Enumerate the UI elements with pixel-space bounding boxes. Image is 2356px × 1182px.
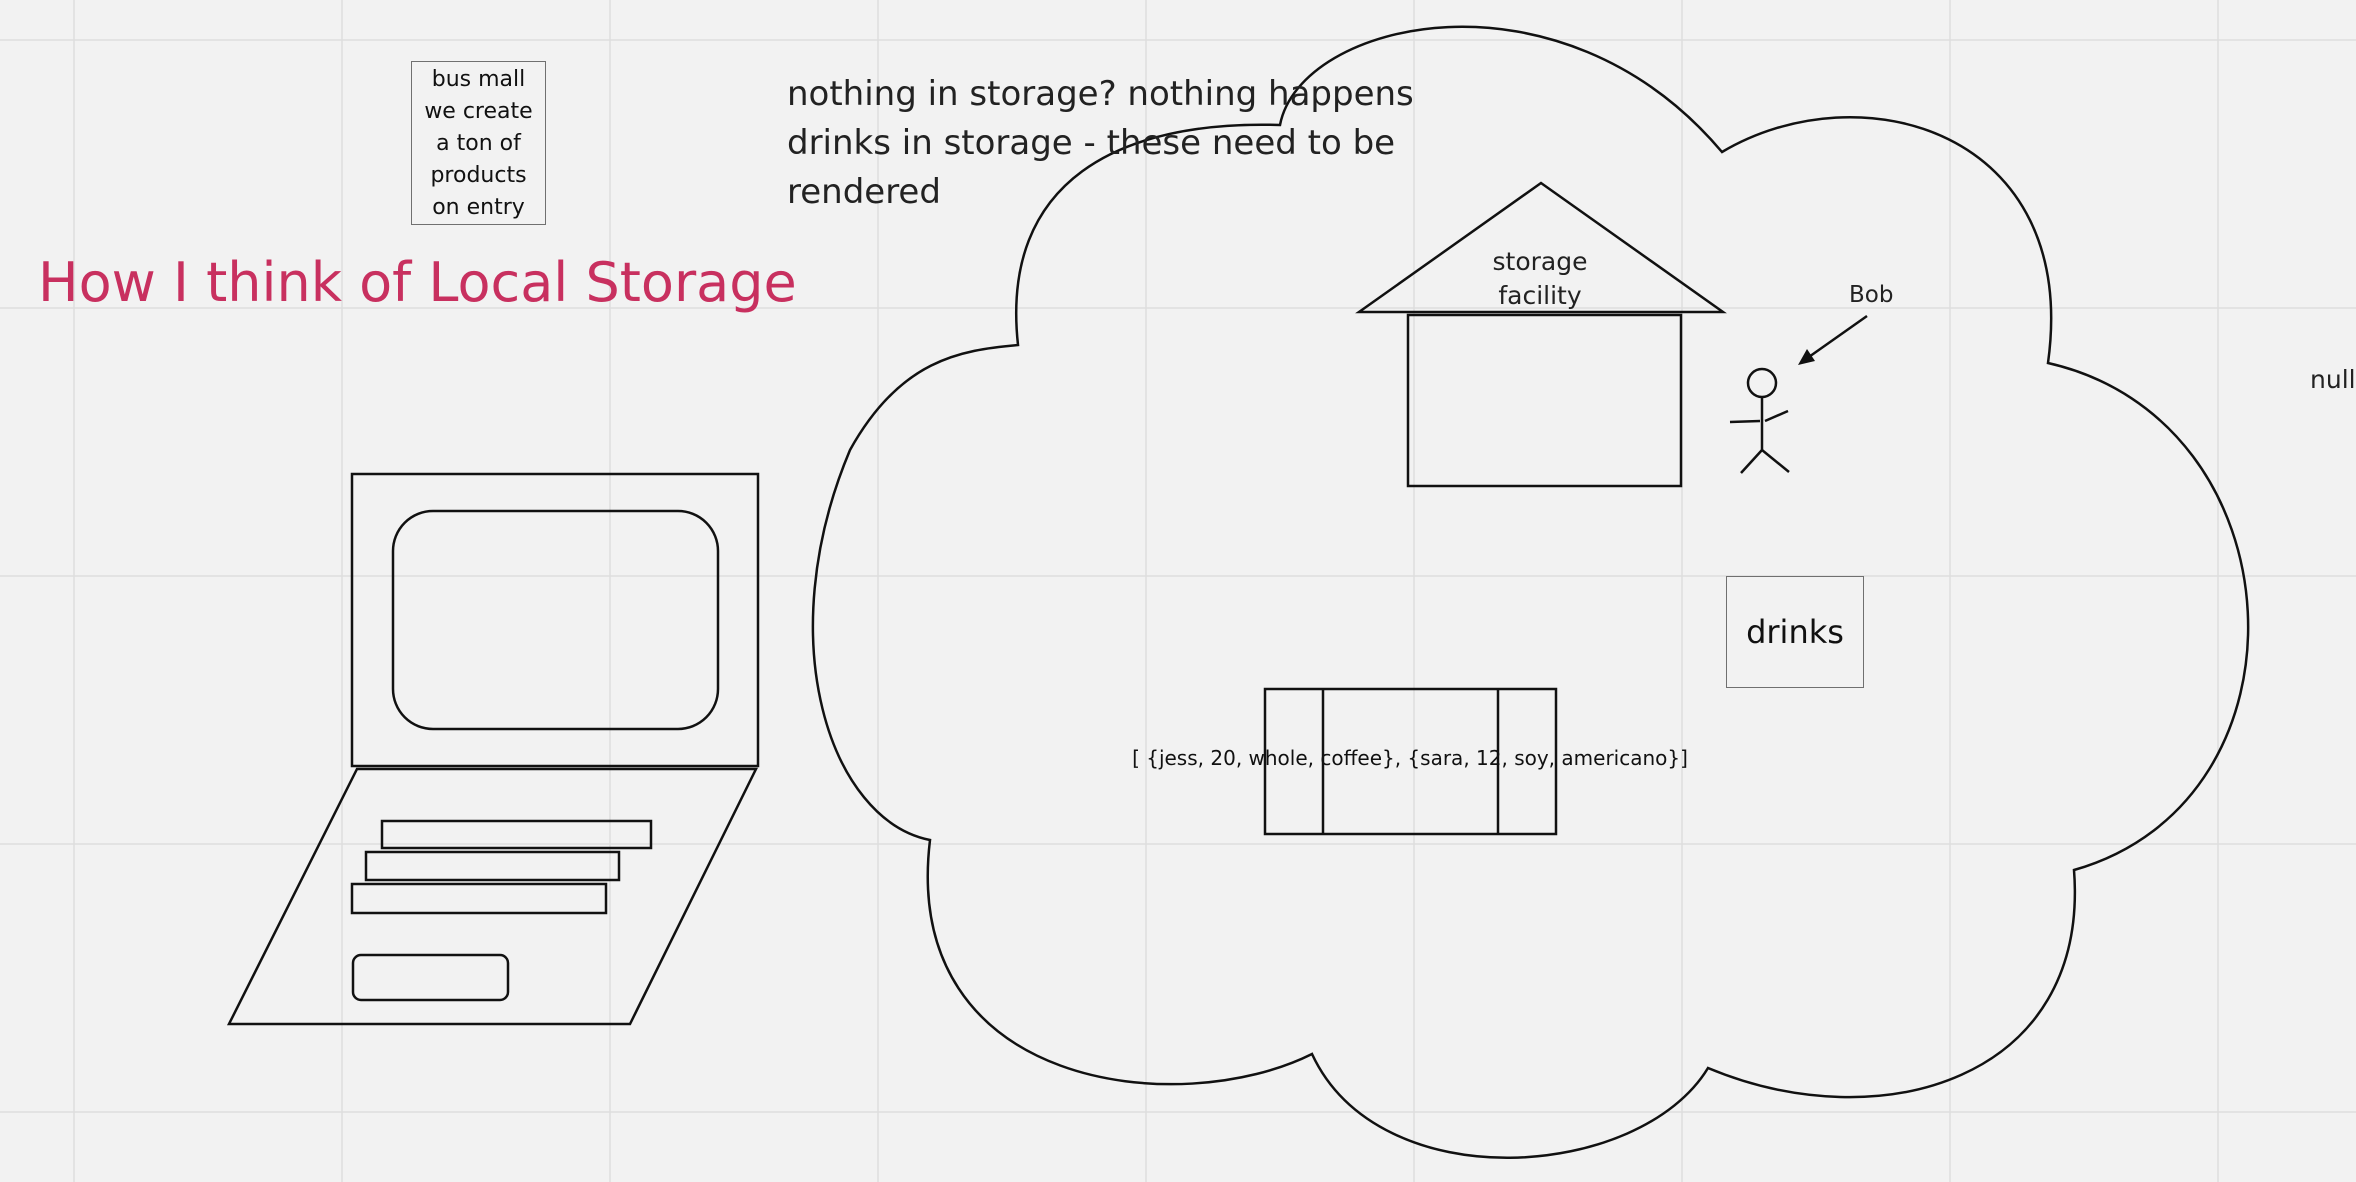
- storage-array-text[interactable]: [ {jess, 20, whole, coffee}, {sara, 12, …: [1132, 746, 1688, 770]
- laptop-key-row-2: [364, 850, 621, 882]
- sticky-line: products: [430, 163, 527, 188]
- sticky-line: bus mall: [431, 67, 526, 92]
- bench-shape[interactable]: [1263, 687, 1558, 836]
- house-roof[interactable]: [1355, 181, 1727, 314]
- laptop-key-row-1: [380, 819, 653, 850]
- drinks-label: drinks: [1746, 613, 1844, 651]
- facility-line: facility: [1498, 281, 1582, 310]
- sticky-line: on entry: [432, 195, 525, 220]
- board-title[interactable]: How I think of Local Storage: [38, 251, 797, 314]
- sticky-line: a ton of: [436, 131, 521, 156]
- laptop-touchpad: [351, 953, 510, 1002]
- sticky-note[interactable]: bus mall we create a ton of products on …: [411, 61, 546, 225]
- person-label[interactable]: Bob: [1849, 282, 1894, 308]
- sticky-line: we create: [424, 99, 533, 124]
- laptop-key-row-3: [350, 882, 608, 915]
- storage-facility-label[interactable]: storage facility: [1440, 245, 1640, 313]
- laptop-base: [226, 767, 759, 1026]
- note-line: drinks in storage - these need to be: [787, 123, 1396, 163]
- laptop-screen: [391, 509, 720, 731]
- laptop-screen-frame: [350, 472, 760, 768]
- stick-figure-icon[interactable]: [1729, 367, 1790, 474]
- facility-line: storage: [1492, 247, 1588, 276]
- arrow-icon[interactable]: [1798, 314, 1868, 365]
- null-label[interactable]: null: [2310, 365, 2356, 394]
- text-note[interactable]: nothing in storage? nothing happens drin…: [787, 70, 1414, 217]
- laptop-icon[interactable]: [226, 472, 760, 1026]
- note-line: nothing in storage? nothing happens: [787, 74, 1414, 114]
- note-line: rendered: [787, 172, 941, 212]
- drinks-box[interactable]: drinks: [1726, 576, 1864, 688]
- cloud-shape[interactable]: [811, 25, 2250, 1159]
- house-body[interactable]: [1406, 313, 1683, 488]
